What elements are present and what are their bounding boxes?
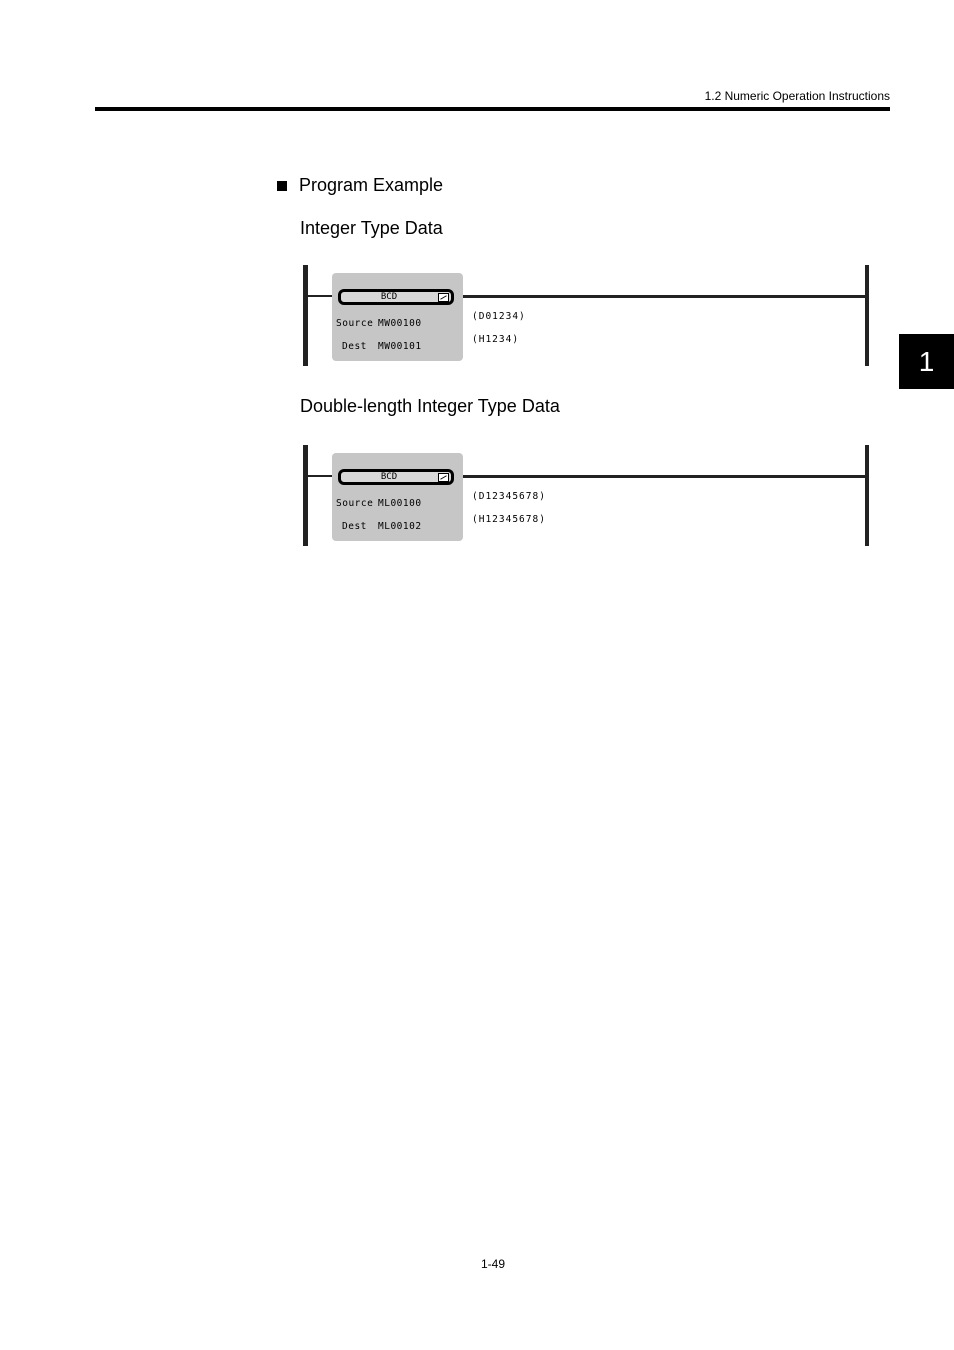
dest-label: Dest bbox=[342, 521, 367, 532]
dest-register[interactable]: MW00101 bbox=[378, 341, 422, 352]
dest-monitor-value: (H1234) bbox=[472, 334, 520, 345]
running-header: 1.2 Numeric Operation Instructions bbox=[704, 89, 890, 103]
source-label: Source bbox=[336, 318, 374, 329]
rung-line bbox=[308, 295, 338, 297]
function-name-bar[interactable]: BCD bbox=[338, 469, 454, 485]
dest-register[interactable]: ML00102 bbox=[378, 521, 422, 532]
function-name-bar[interactable]: BCD bbox=[338, 289, 454, 305]
source-register[interactable]: ML00100 bbox=[378, 498, 422, 509]
page-number: 1-49 bbox=[480, 1257, 506, 1271]
block-expand-icon[interactable] bbox=[438, 293, 449, 302]
source-label: Source bbox=[336, 498, 374, 509]
left-power-rail bbox=[303, 445, 308, 546]
function-block[interactable]: BCD Source ML00100 Dest ML00102 bbox=[332, 453, 463, 541]
left-power-rail bbox=[303, 265, 308, 366]
chapter-number: 1 bbox=[918, 345, 935, 377]
function-block[interactable]: BCD Source MW00100 Dest MW00101 bbox=[332, 273, 463, 361]
function-name: BCD bbox=[380, 472, 398, 482]
dest-monitor-value: (H12345678) bbox=[472, 514, 546, 525]
ladder-diagram: BCD Source MW00100 Dest MW00101 (D01234)… bbox=[303, 265, 869, 366]
dest-label: Dest bbox=[342, 341, 367, 352]
header-rule bbox=[95, 107, 890, 111]
section-heading: Program Example bbox=[277, 175, 443, 196]
source-monitor-value: (D12345678) bbox=[472, 491, 546, 502]
example-title: Integer Type Data bbox=[300, 218, 443, 238]
right-power-rail bbox=[865, 265, 869, 366]
source-monitor-value: (D01234) bbox=[472, 311, 526, 322]
square-bullet-icon bbox=[277, 180, 287, 191]
ladder-diagram: BCD Source ML00100 Dest ML00102 (D123456… bbox=[303, 445, 869, 546]
chapter-tab: 1 bbox=[899, 334, 954, 389]
section-heading-text: Program Example bbox=[299, 175, 444, 195]
rung-line bbox=[458, 295, 865, 298]
right-power-rail bbox=[865, 445, 869, 546]
source-register[interactable]: MW00100 bbox=[378, 318, 422, 329]
rung-line bbox=[308, 475, 338, 477]
function-name: BCD bbox=[380, 292, 398, 302]
block-expand-icon[interactable] bbox=[438, 473, 449, 482]
rung-line bbox=[458, 475, 865, 478]
example-title: Double-length Integer Type Data bbox=[300, 396, 560, 416]
